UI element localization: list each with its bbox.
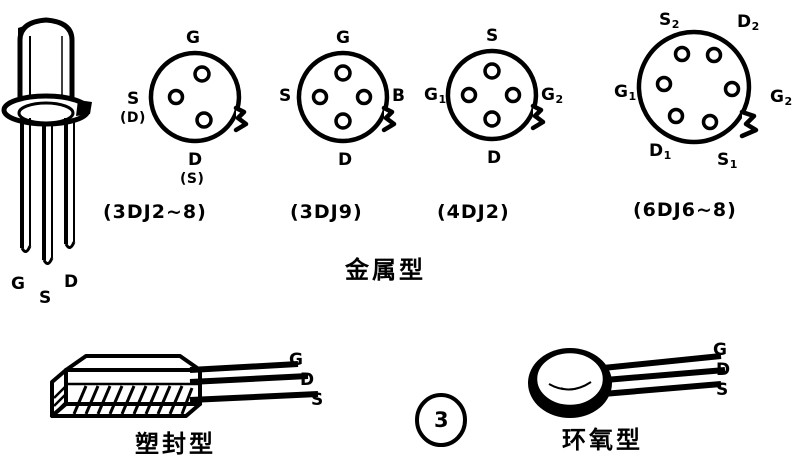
pin-label-6dj6-top-right: D2 <box>737 12 760 33</box>
pin-hole <box>504 86 522 104</box>
pin-label-6dj6-right-sub: 2 <box>784 95 793 108</box>
pin-label-6dj6-bottom-left-text: D <box>649 141 664 161</box>
pin-label-6dj6-top-right-text: D <box>737 12 752 32</box>
plastic-lead-label-drain: D <box>300 370 315 390</box>
caption-4dj2: (4DJ2) <box>437 201 510 223</box>
epoxy-package-drawing <box>525 346 755 426</box>
pin-hole <box>311 88 329 106</box>
pin-label-4dj2-bottom: D <box>487 148 502 168</box>
pin-label-6dj6-bottom-right: S1 <box>717 150 738 171</box>
epoxy-lead-label-gate: G <box>713 340 728 360</box>
pin-label-4dj2-right-text: G <box>541 85 556 105</box>
pin-label-6dj6-right-text: G <box>770 87 785 107</box>
pin-label-6dj6-left: G1 <box>614 82 637 103</box>
pin-label-6dj6-top-right-sub: 2 <box>751 20 760 33</box>
figure-number: 3 <box>434 408 450 432</box>
pin-label-6dj6-top-left-sub: 2 <box>671 18 680 31</box>
pin-label-3dj2-bottom-alt: (S) <box>180 171 205 187</box>
pin-label-6dj6-left-text: G <box>614 82 629 102</box>
pinout-circle-3dj9 <box>296 50 408 155</box>
metal-can-transistor-drawing <box>0 10 120 270</box>
pinout-circle-3dj2-8 <box>148 50 260 155</box>
caption-3dj2-8: (3DJ2~8) <box>103 201 207 223</box>
pin-label-4dj2-left: G1 <box>424 85 447 106</box>
plastic-lead-label-gate: G <box>289 350 304 370</box>
epoxy-lead-label-drain: D <box>716 360 731 380</box>
pin-hole <box>334 64 352 82</box>
caption-3dj9: (3DJ9) <box>290 201 363 223</box>
pin-label-4dj2-right-sub: 2 <box>555 93 564 106</box>
pin-label-4dj2-top: S <box>486 26 499 46</box>
pin-label-3dj9-left: S <box>279 86 292 106</box>
pin-label-6dj6-left-sub: 1 <box>628 90 637 103</box>
pin-label-3dj9-top: G <box>336 28 351 48</box>
pin-label-6dj6-bottom-left-sub: 1 <box>663 149 672 162</box>
pin-label-3dj2-left: S <box>127 89 140 109</box>
pin-hole <box>705 46 723 64</box>
pin-label-3dj2-bottom: D <box>188 150 203 170</box>
pin-hole <box>355 88 373 106</box>
pin-label-6dj6-bottom-left: D1 <box>649 141 672 162</box>
pin-label-4dj2-left-sub: 1 <box>438 93 447 106</box>
pinout-circle-4dj2 <box>445 48 557 153</box>
pin-hole <box>673 45 691 63</box>
pin-label-6dj6-bottom-right-sub: 1 <box>729 158 738 171</box>
plastic-lead-label-source: S <box>311 390 324 410</box>
section-label-metal: 金属型 <box>345 256 426 284</box>
pin-label-3dj9-bottom: D <box>338 150 353 170</box>
pin-label-6dj6-top-left-text: S <box>659 10 672 30</box>
pin-hole <box>483 62 501 80</box>
can-lead-label-gate: G <box>11 274 26 294</box>
pin-hole <box>195 111 213 129</box>
pin-label-4dj2-left-text: G <box>424 85 439 105</box>
epoxy-lead-label-source: S <box>716 380 729 400</box>
pin-hole <box>701 113 719 131</box>
pin-label-6dj6-top-left: S2 <box>659 10 680 31</box>
pin-hole <box>334 112 352 130</box>
pin-hole <box>167 88 185 106</box>
pin-hole <box>723 80 741 98</box>
plastic-package-drawing <box>40 348 340 428</box>
pin-hole <box>667 107 685 125</box>
pin-label-4dj2-right: G2 <box>541 85 564 106</box>
figure-number-badge <box>413 392 469 448</box>
pin-label-3dj2-left-alt: (D) <box>120 110 146 126</box>
pinout-circle-6dj6-8 <box>636 28 766 156</box>
pin-hole <box>193 65 211 83</box>
pin-label-6dj6-right: G2 <box>770 87 793 108</box>
pin-hole <box>483 110 501 128</box>
caption-6dj6-8: (6DJ6~8) <box>633 199 737 221</box>
can-lead-label-source: S <box>39 288 52 308</box>
pin-label-6dj6-bottom-right-text: S <box>717 150 730 170</box>
section-label-epoxy: 环氧型 <box>562 426 643 454</box>
section-label-plastic: 塑封型 <box>135 430 216 458</box>
pin-label-3dj9-right: B <box>392 86 406 106</box>
pin-hole <box>655 75 673 93</box>
pin-label-3dj2-top: G <box>186 28 201 48</box>
can-lead-label-drain: D <box>64 272 79 292</box>
pin-hole <box>460 86 478 104</box>
